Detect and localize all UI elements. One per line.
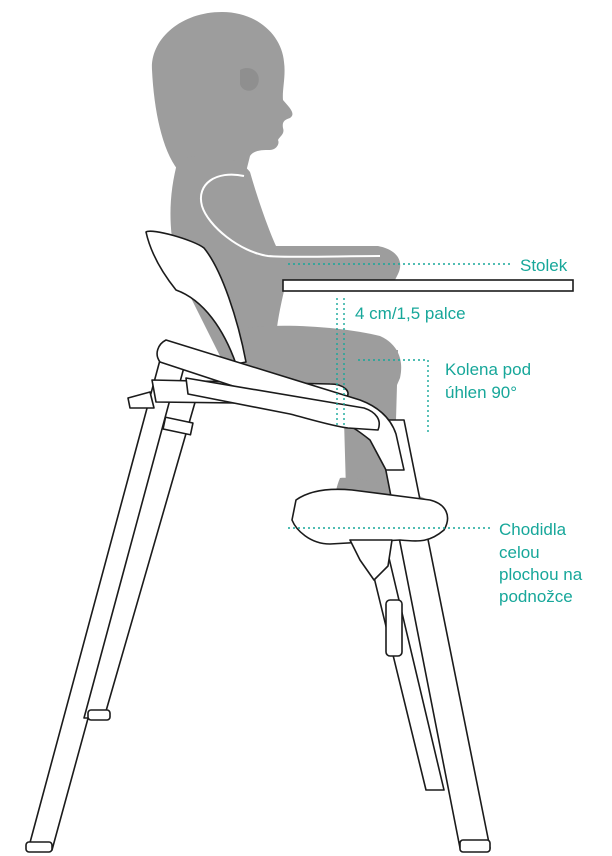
- knees-label-line1: Kolena pod: [445, 360, 531, 379]
- feet-label-line4: podnožce: [499, 587, 573, 606]
- feet-label-line2: celou: [499, 543, 540, 562]
- feet-label-line3: plochou na: [499, 565, 582, 584]
- feet-label-line1: Chodidla: [499, 520, 566, 539]
- table-label: Stolek: [520, 256, 567, 275]
- gap-label: 4 cm/1,5 palce: [355, 304, 466, 323]
- knees-label-line2: úhlen 90°: [445, 383, 517, 402]
- table-top: [283, 280, 573, 291]
